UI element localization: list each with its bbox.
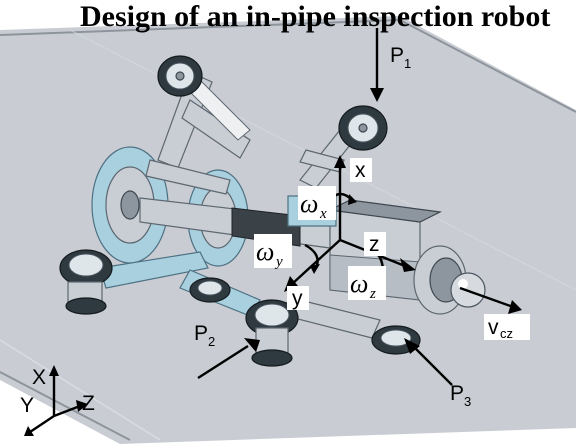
svg-text:P: P	[390, 44, 404, 67]
wheel-top-left	[157, 55, 203, 97]
label-velocity: v cz	[484, 314, 530, 341]
label-omega-z: ω z	[348, 266, 386, 302]
global-axis-z-label: Z	[82, 392, 95, 415]
load-arrow-p1	[370, 28, 384, 102]
svg-text:ω: ω	[300, 189, 318, 218]
wheel-bottom-mid	[189, 277, 231, 303]
svg-text:x: x	[319, 206, 327, 222]
svg-text:P: P	[194, 322, 208, 345]
rotation-arc-y	[304, 243, 320, 274]
wheel-top-right	[338, 105, 388, 151]
svg-text:cz: cz	[500, 326, 513, 341]
svg-text:P: P	[450, 382, 464, 405]
body-axis-x	[334, 155, 346, 240]
svg-text:z: z	[369, 233, 380, 256]
load-arrow-p3	[404, 338, 453, 386]
svg-text:3: 3	[464, 394, 471, 409]
svg-text:y: y	[274, 254, 283, 270]
global-axis-x-label: X	[32, 366, 46, 389]
svg-text:z: z	[369, 286, 376, 302]
svg-text:2: 2	[208, 334, 215, 349]
velocity-arrow	[459, 286, 522, 314]
front-nose	[413, 245, 486, 315]
label-axis-y: y	[287, 286, 309, 310]
global-axes: X Y Z	[20, 365, 95, 436]
svg-text:x: x	[355, 159, 366, 182]
label-p3: P 3	[450, 382, 471, 409]
svg-text:ω: ω	[256, 237, 274, 266]
svg-text:y: y	[292, 287, 303, 310]
label-p1: P 1	[390, 44, 411, 71]
wheel-bottom	[245, 299, 299, 367]
svg-text:ω: ω	[350, 269, 368, 298]
figure-title: Design of an in-pipe inspection robot	[80, 0, 550, 33]
label-omega-x: ω x	[298, 186, 336, 222]
wheel-left	[59, 249, 113, 315]
label-p2: P 2	[194, 322, 215, 349]
label-axis-z: z	[364, 232, 386, 256]
svg-text:1: 1	[404, 56, 411, 71]
label-axis-x: x	[350, 158, 372, 182]
load-arrow-p2	[197, 338, 260, 380]
svg-text:v: v	[488, 316, 499, 339]
label-omega-y: ω y	[254, 234, 292, 270]
global-axis-y-label: Y	[20, 394, 34, 417]
